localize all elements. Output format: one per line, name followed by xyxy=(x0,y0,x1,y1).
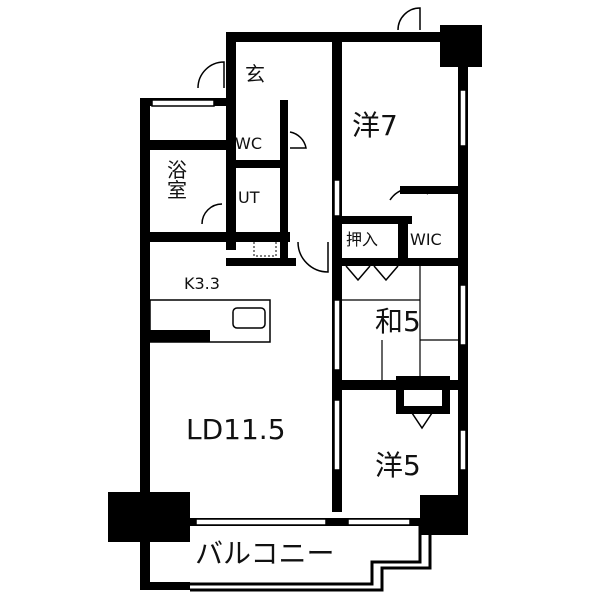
room-label-ut: UT xyxy=(238,188,260,207)
washer-pan xyxy=(253,235,277,257)
windows xyxy=(151,89,467,526)
walls xyxy=(108,25,482,590)
room-label-ld: LD11.5 xyxy=(186,413,286,446)
tatami-lines xyxy=(342,266,458,380)
room-label-balcony: バルコニー xyxy=(195,537,335,570)
room-label-wc: WC xyxy=(235,134,262,153)
room-label-western5: 洋5 xyxy=(375,449,421,482)
room-label-japanese5: 和5 xyxy=(375,305,421,338)
balcony-outline xyxy=(150,526,422,586)
room-label-kitchen: K3.3 xyxy=(184,274,220,293)
sink xyxy=(232,307,266,329)
room-label-entrance: 玄 xyxy=(245,62,265,86)
room-label-closet: 押入 xyxy=(346,230,379,249)
room-label-wic: WIC xyxy=(410,230,442,249)
room-label-western7: 洋7 xyxy=(352,109,398,142)
doors xyxy=(197,7,435,430)
room-label-bath: 浴室 xyxy=(167,158,187,202)
kitchen-counter xyxy=(149,299,271,343)
